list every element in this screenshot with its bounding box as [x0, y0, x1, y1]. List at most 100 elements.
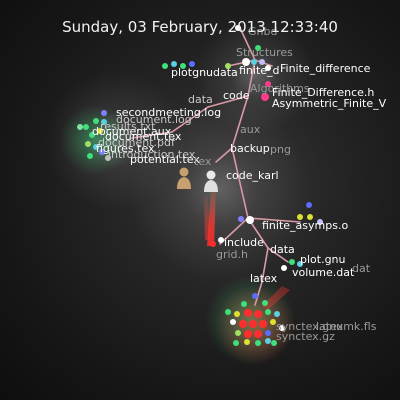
- file-node: [255, 45, 261, 51]
- file-node: [83, 124, 89, 130]
- file-node: [180, 63, 186, 69]
- label-algorithms: Algorithms: [250, 82, 310, 95]
- beam-latex: [262, 286, 290, 310]
- file-node: [101, 119, 107, 125]
- file-node: [235, 25, 241, 31]
- label-asymmetric: Asymmetric_Finite_V: [272, 97, 387, 110]
- edge-include-grid: [219, 217, 249, 245]
- user-1-body: [177, 177, 191, 189]
- file-node: [262, 300, 268, 306]
- edge-root-top: [239, 27, 256, 61]
- file-node: [233, 340, 239, 346]
- label-grid: grid.h: [216, 248, 248, 261]
- label-plot-gnudata: plotgnudata: [171, 66, 238, 79]
- label-data-top: data: [188, 93, 213, 106]
- label-code-karl: code_karl: [226, 169, 279, 182]
- file-node: [225, 309, 231, 315]
- file-node: [235, 330, 241, 336]
- label-structures: Structures: [236, 46, 293, 59]
- labels: Gnbd Structures Finite_difference Algori…: [92, 25, 387, 343]
- label-doc-tex: document.tex: [105, 130, 182, 143]
- label-gnbd: Gnbd: [248, 25, 277, 38]
- file-node: [244, 330, 252, 338]
- file-node: [254, 330, 262, 338]
- edge-code-karl: [231, 95, 249, 149]
- edge-left-cluster: [131, 131, 173, 139]
- file-node: [281, 265, 287, 271]
- edge-top-left: [227, 59, 256, 67]
- file-node: [274, 311, 280, 317]
- label-include: include: [224, 236, 264, 249]
- file-node: [241, 301, 247, 307]
- file-node: [252, 293, 258, 299]
- user-2-body: [204, 180, 218, 192]
- file-node: [210, 241, 216, 247]
- label-synctex: synctex.gnu: [276, 320, 343, 333]
- file-node: [251, 59, 257, 65]
- file-node: [99, 149, 105, 155]
- edge-data-left: [171, 106, 209, 133]
- file-node: [297, 261, 303, 267]
- file-node: [254, 310, 262, 318]
- file-node: [279, 325, 285, 331]
- file-node: [261, 93, 269, 101]
- file-node: [218, 237, 224, 243]
- file-node: [265, 309, 271, 315]
- file-node: [77, 124, 83, 130]
- file-node: [238, 216, 244, 222]
- glow-mid-cluster: [130, 100, 310, 280]
- file-node: [259, 320, 267, 328]
- glow-left-green: [60, 105, 130, 175]
- file-node: [244, 309, 252, 317]
- file-node: [101, 110, 107, 116]
- file-node: [246, 216, 254, 224]
- file-node: [105, 155, 111, 161]
- file-node: [162, 63, 168, 69]
- file-node: [265, 330, 271, 336]
- file-node: [297, 214, 303, 220]
- label-doc-aux: document.aux: [92, 125, 172, 138]
- label-aux: aux: [240, 123, 261, 136]
- beam-karl-grid-2: [204, 196, 210, 240]
- label-code-top: code: [223, 89, 250, 102]
- edge-mid-include: [231, 147, 249, 219]
- file-node: [189, 61, 195, 67]
- edge-data-plot: [267, 247, 289, 263]
- label-latexmk: latexmk.fls: [316, 320, 377, 333]
- file-nodes: [77, 25, 323, 346]
- file-node: [89, 132, 95, 138]
- users: [177, 167, 218, 192]
- edge-top-code: [247, 59, 256, 97]
- file-node: [93, 118, 99, 124]
- user-avatar-1: [177, 167, 191, 189]
- label-volume-dat: volume.dat: [292, 266, 355, 279]
- edge-karl-mid: [215, 147, 233, 163]
- label-data-mid: data: [270, 243, 295, 256]
- edge-include-right: [247, 217, 301, 223]
- file-node: [265, 65, 271, 71]
- label-plot-gnu: plot.gnu: [300, 253, 346, 266]
- file-node: [255, 340, 261, 346]
- file-node: [93, 144, 99, 150]
- label-tex: tex: [194, 155, 212, 168]
- file-node: [225, 63, 231, 69]
- label-intro: introduction.tex: [108, 148, 196, 161]
- label-finite-difference-h: Finite_Difference.h: [272, 86, 374, 99]
- edge-latex-bottom: [254, 281, 263, 306]
- file-node: [270, 319, 276, 325]
- file-node: [230, 319, 236, 325]
- label-doc-pdf: document.pdf: [98, 136, 176, 149]
- action-beams: [204, 188, 290, 310]
- label-doc-log: document.log: [116, 113, 192, 126]
- date-display: Sunday, 03 February, 2013 12:33:40: [62, 18, 338, 36]
- label-results: results.txt: [100, 120, 156, 133]
- file-node: [234, 311, 240, 317]
- label-latex: latex: [250, 272, 278, 285]
- user-2-head: [206, 170, 216, 180]
- user-avatar-2: [204, 170, 218, 192]
- file-node: [306, 202, 312, 208]
- label-synctex2: synctex.gz: [276, 330, 335, 343]
- file-node: [317, 219, 323, 225]
- edge-data-latex: [261, 247, 269, 283]
